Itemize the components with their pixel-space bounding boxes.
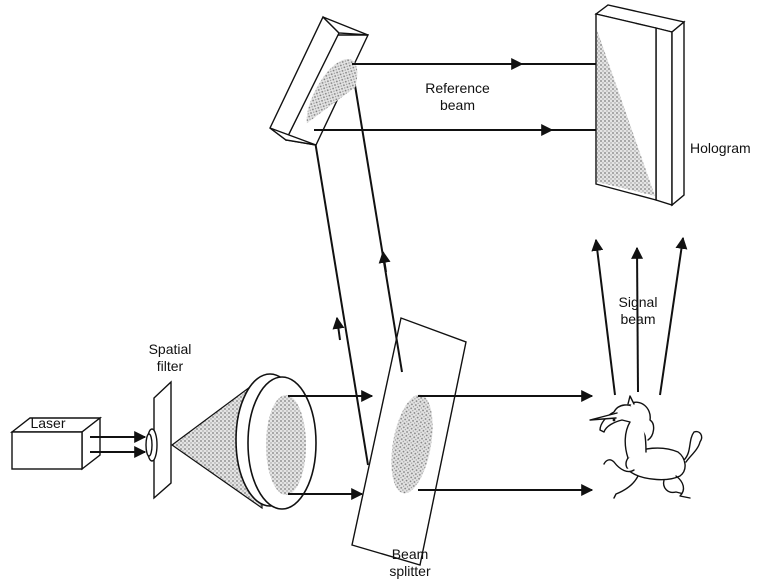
unicorn-eye	[612, 418, 616, 422]
unicorn-object-icon	[589, 395, 703, 499]
mirror	[269, 15, 370, 146]
laser-box	[9, 416, 103, 471]
beam-splitter-label-line1: Beam	[391, 546, 429, 562]
laser-label: Laser	[30, 415, 66, 431]
spatial-filter-label-line2: filter	[156, 358, 184, 374]
hologram-plate	[594, 4, 686, 207]
signal-beam-arrows	[591, 236, 688, 396]
signal-beam-label-line1: Signal	[618, 294, 658, 310]
collimating-lens	[235, 373, 317, 510]
laser-output-beams	[90, 431, 147, 458]
collimated-beams	[288, 390, 374, 500]
reference-beam-arrows	[314, 58, 618, 136]
signal-beam-label-line2: beam	[620, 311, 656, 327]
spatial-filter	[145, 380, 172, 500]
reference-beam-label-line1: Reference	[425, 80, 490, 96]
beam-splitter-label-line2: splitter	[389, 563, 431, 579]
object-beams	[418, 390, 594, 496]
hologram-label: Hologram	[690, 140, 751, 156]
reflected-beams	[313, 66, 403, 466]
beam-splitter	[351, 317, 467, 566]
reference-beam-label-line2: beam	[439, 97, 476, 113]
spatial-filter-label-line1: Spatial	[148, 341, 192, 357]
